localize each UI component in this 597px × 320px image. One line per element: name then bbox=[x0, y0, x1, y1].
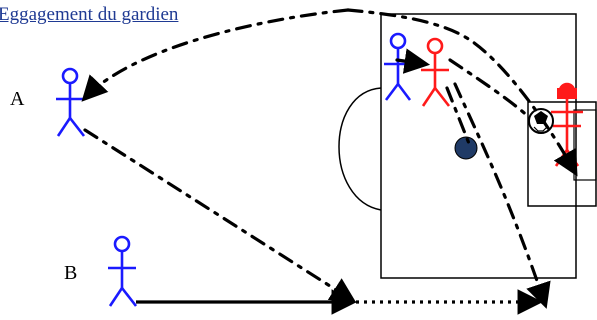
penalty-arc bbox=[338, 87, 382, 211]
goal bbox=[573, 109, 597, 181]
player-b bbox=[108, 235, 138, 307]
player-a bbox=[56, 67, 86, 137]
line-to-token bbox=[445, 86, 472, 148]
defender-head bbox=[426, 37, 444, 55]
player-red-goalkeeper bbox=[551, 82, 583, 167]
player-b-leg-left bbox=[108, 287, 124, 307]
defender-leg-right bbox=[433, 87, 451, 107]
arrow-attacker-run bbox=[453, 82, 551, 309]
diagram-title: Eggagement du gardien bbox=[0, 4, 179, 25]
player-red-defender bbox=[421, 37, 451, 107]
attacker-leg-left bbox=[384, 83, 400, 101]
player-b-leg-right bbox=[120, 287, 138, 307]
attacker-head bbox=[389, 32, 407, 50]
player-a-leg-left bbox=[56, 117, 72, 137]
arrow-defender-to-ball bbox=[448, 58, 532, 120]
player-a-head bbox=[61, 67, 79, 85]
defender-token-icon bbox=[454, 136, 478, 160]
movement-lines bbox=[81, 8, 578, 309]
player-a-leg-right bbox=[68, 117, 86, 137]
soccer-ball-icon bbox=[528, 108, 554, 134]
pitch-outline bbox=[380, 13, 577, 279]
defender-leg-left bbox=[421, 87, 437, 107]
label-player-b: B bbox=[64, 262, 78, 284]
ball-seam bbox=[533, 126, 548, 132]
attacker-leg-right bbox=[396, 83, 412, 101]
arrow-attacker-to-defender bbox=[395, 48, 431, 74]
player-blue-attacker bbox=[384, 32, 412, 101]
arrow-a-run bbox=[83, 128, 357, 303]
pitch-area bbox=[338, 13, 597, 279]
arrow-top-run bbox=[346, 8, 578, 177]
player-b-head bbox=[113, 235, 131, 253]
goalkeeper-cap bbox=[557, 88, 577, 99]
arrow-pass-to-a bbox=[81, 8, 350, 102]
label-player-a: A bbox=[10, 88, 25, 110]
